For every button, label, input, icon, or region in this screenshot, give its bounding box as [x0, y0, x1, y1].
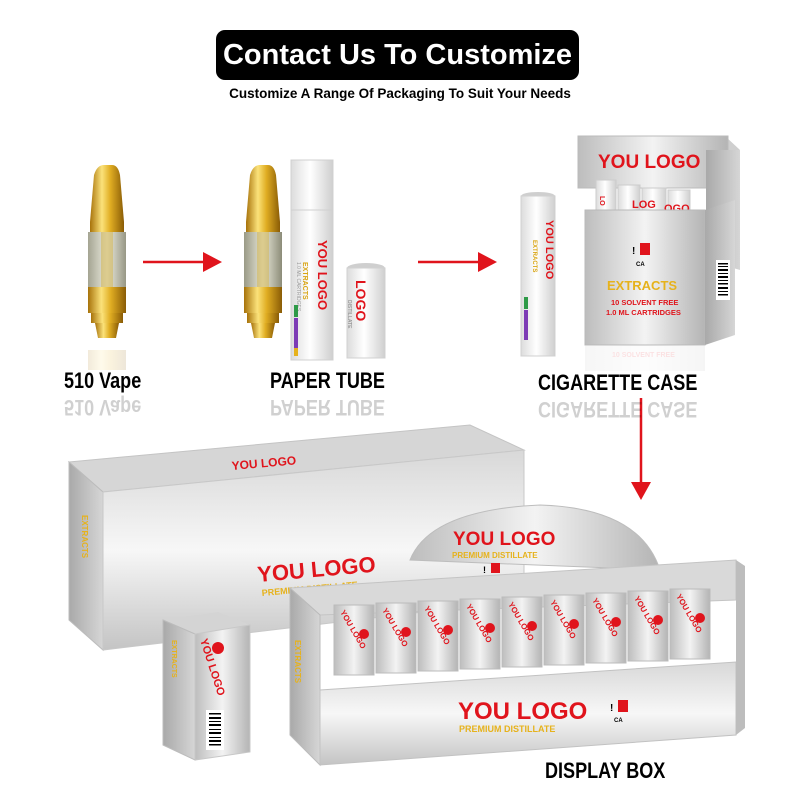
svg-text:LOGO: LOGO [353, 280, 369, 321]
cigarette-case-illustration: YOU LOGO EXTRACTS YOU LOGO LO LOG OGO ! … [520, 135, 740, 371]
paper-tube-illustration: YOU LOGO EXTRACTS 1.0 ML CARTRIDGES LOGO… [244, 159, 386, 361]
label-cigarette-case-reflection: CIGARETTE CASE [538, 397, 698, 422]
label-510-vape-reflection: 510 Vape [64, 395, 142, 420]
svg-text:LOG: LOG [632, 199, 656, 211]
svg-text:1.0 ML CARTRIDGES: 1.0 ML CARTRIDGES [606, 308, 681, 317]
svg-text:EXTRACTS: EXTRACTS [607, 278, 677, 293]
arrow-icon [143, 252, 222, 272]
label-display-box: DISPLAY BOX [545, 758, 666, 783]
svg-text:PREMIUM DISTILLATE: PREMIUM DISTILLATE [452, 551, 538, 560]
svg-text:YOU LOGO: YOU LOGO [543, 220, 555, 280]
svg-text:YOU LOGO: YOU LOGO [458, 698, 587, 725]
page-title: Contact Us To Customize [216, 30, 579, 80]
svg-text:PREMIUM DISTILLATE: PREMIUM DISTILLATE [459, 724, 555, 734]
svg-text:LO: LO [598, 196, 605, 206]
svg-text:DISTILLATE: DISTILLATE [346, 300, 352, 329]
label-cigarette-case: CIGARETTE CASE [538, 370, 698, 395]
label-510-vape: 510 Vape [64, 368, 142, 393]
svg-text:!: ! [610, 703, 613, 714]
small-box-illustration: YOU LOGO EXTRACTS [162, 612, 251, 761]
ca-badge: CA [636, 262, 645, 268]
svg-text:10 SOLVENT FREE: 10 SOLVENT FREE [612, 352, 675, 359]
svg-text:CA: CA [614, 718, 623, 724]
svg-text:EXTRACTS: EXTRACTS [170, 640, 177, 678]
page-subtitle: Customize A Range Of Packaging To Suit Y… [229, 86, 571, 101]
label-paper-tube: PAPER TUBE [270, 368, 385, 393]
svg-text:EXTRACTS: EXTRACTS [293, 640, 302, 684]
svg-text:YOU LOGO: YOU LOGO [231, 453, 297, 473]
svg-text:YOU LOGO: YOU LOGO [315, 240, 330, 310]
svg-text:1.0 ML CARTRIDGES: 1.0 ML CARTRIDGES [295, 262, 301, 312]
svg-text:YOU LOGO: YOU LOGO [598, 152, 700, 173]
vape-cartridge-illustration [88, 165, 126, 370]
svg-text:EXTRACTS: EXTRACTS [301, 262, 308, 300]
svg-text:!: ! [632, 246, 635, 257]
svg-text:EXTRACTS: EXTRACTS [80, 515, 89, 559]
svg-text:10 SOLVENT FREE: 10 SOLVENT FREE [611, 298, 678, 307]
svg-text:YOU LOGO: YOU LOGO [453, 529, 555, 550]
svg-text:EXTRACTS: EXTRACTS [531, 240, 537, 272]
arrow-down-icon [631, 398, 651, 500]
svg-text:!: ! [483, 565, 486, 575]
display-box-illustration: YOU LOGO PREMIUM DISTILLATE ! CA Y [288, 504, 745, 767]
arrow-icon [418, 252, 497, 272]
label-paper-tube-reflection: PAPER TUBE [270, 395, 385, 420]
